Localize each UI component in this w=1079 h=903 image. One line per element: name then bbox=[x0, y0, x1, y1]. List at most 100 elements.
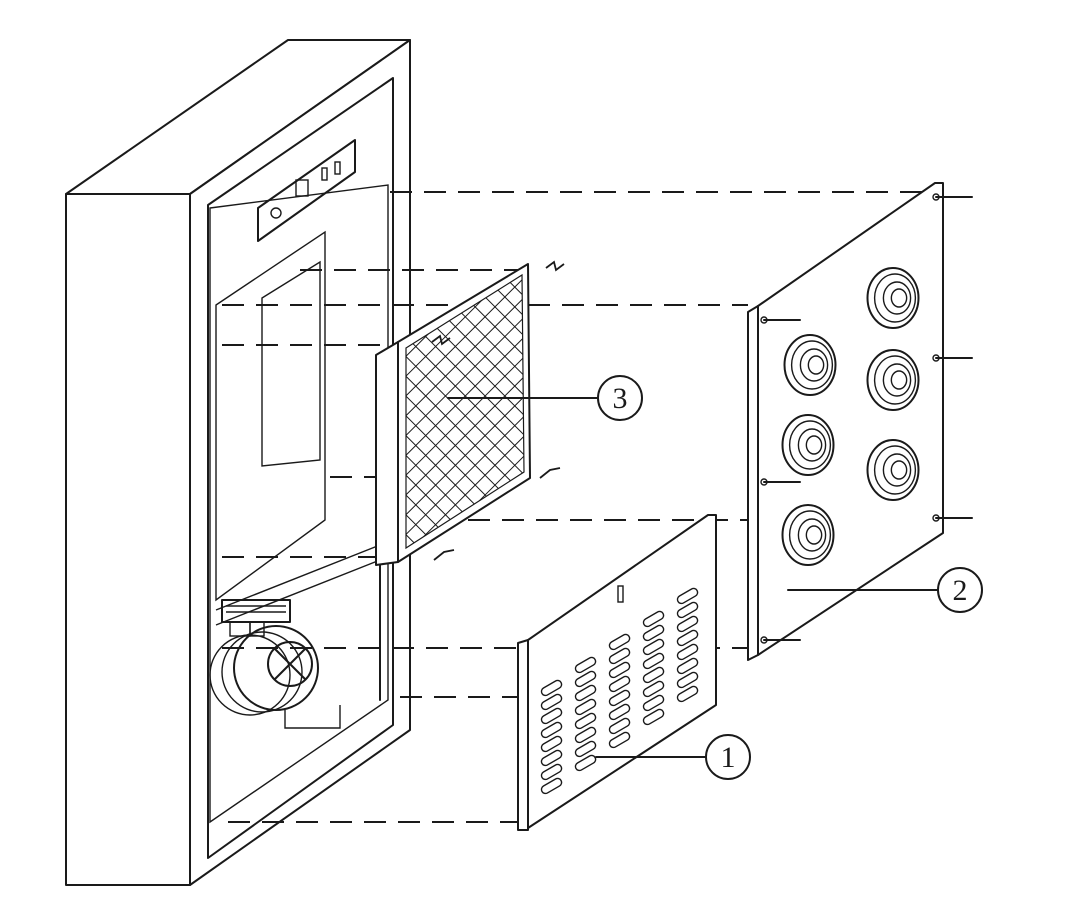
filter-panel bbox=[375, 260, 565, 566]
callout-1-label: 1 bbox=[721, 741, 736, 774]
fan-assembly bbox=[209, 599, 319, 716]
clip-icon bbox=[433, 549, 455, 561]
callout-3-label: 3 bbox=[613, 382, 628, 415]
control-panel bbox=[257, 139, 356, 242]
grille-slot bbox=[642, 610, 665, 628]
outlet-panel-edge bbox=[747, 305, 759, 661]
grille-slot bbox=[676, 671, 699, 689]
screw-icon bbox=[932, 354, 940, 362]
upper-duct bbox=[261, 260, 321, 467]
grille-slot bbox=[540, 777, 563, 795]
cabinet-recess bbox=[207, 77, 394, 859]
alignment-lines bbox=[222, 191, 940, 823]
screws bbox=[760, 193, 973, 644]
clip-icon bbox=[431, 334, 451, 346]
vent-grille bbox=[517, 514, 717, 831]
grille-edge bbox=[517, 639, 529, 831]
filter-mesh bbox=[405, 273, 525, 550]
grille-slot bbox=[642, 694, 665, 712]
grille-slot bbox=[608, 717, 631, 735]
outlet-ring bbox=[805, 525, 823, 545]
outlet-ring bbox=[781, 504, 835, 566]
outlet-ring bbox=[882, 281, 912, 315]
grille-slot bbox=[642, 680, 665, 698]
grille-slot bbox=[540, 693, 563, 711]
grille-slot bbox=[608, 731, 631, 749]
grille-slot bbox=[642, 638, 665, 656]
callout-2: 2 bbox=[787, 567, 983, 613]
screw-icon bbox=[932, 514, 940, 522]
grille-slot bbox=[676, 643, 699, 661]
screw-icon bbox=[760, 316, 768, 324]
grille-slot bbox=[540, 763, 563, 781]
filter-frame-side bbox=[375, 341, 399, 566]
grille-slot bbox=[642, 652, 665, 670]
screw-icon bbox=[760, 636, 768, 644]
grille-slot bbox=[574, 656, 597, 674]
grille-slot bbox=[676, 685, 699, 703]
grille-slot bbox=[676, 657, 699, 675]
outlet-ring bbox=[788, 510, 832, 560]
switch-icon bbox=[334, 161, 341, 175]
outlet-ring bbox=[799, 348, 829, 382]
grille-slot bbox=[574, 698, 597, 716]
grille-slot bbox=[574, 712, 597, 730]
outlet-ring bbox=[890, 460, 908, 480]
grille-slot bbox=[574, 754, 597, 772]
cabinet-inner-panel bbox=[209, 184, 389, 824]
outlet-ring bbox=[873, 355, 917, 405]
outlet-ring bbox=[890, 370, 908, 390]
outlet-rings bbox=[781, 267, 920, 566]
grille-slot bbox=[676, 629, 699, 647]
callout-2-label: 2 bbox=[953, 574, 968, 607]
grille-slot bbox=[574, 670, 597, 688]
outlet-ring bbox=[873, 273, 917, 323]
cabinet bbox=[65, 39, 411, 886]
screw-icon bbox=[760, 478, 768, 486]
outlet-ring bbox=[882, 363, 912, 397]
outlet-ring bbox=[882, 453, 912, 487]
grille-slot bbox=[608, 675, 631, 693]
grille-slot bbox=[676, 587, 699, 605]
grille-slot bbox=[574, 740, 597, 758]
grille-face bbox=[527, 514, 717, 829]
outlet-panel bbox=[747, 182, 973, 661]
grille-slot bbox=[608, 633, 631, 651]
outlet-ring bbox=[797, 518, 827, 552]
outlet-ring bbox=[797, 428, 827, 462]
grille-slot bbox=[540, 721, 563, 739]
grille-slot bbox=[676, 615, 699, 633]
outlet-ring bbox=[866, 439, 920, 501]
grille-slot bbox=[608, 647, 631, 665]
grille-slot bbox=[574, 726, 597, 744]
screw-icon bbox=[932, 193, 940, 201]
grille-slot bbox=[540, 735, 563, 753]
grille-slot bbox=[642, 624, 665, 642]
outlet-ring bbox=[890, 288, 908, 308]
outlet-ring bbox=[783, 334, 837, 396]
power-knob-icon bbox=[270, 207, 282, 219]
outlet-ring bbox=[805, 435, 823, 455]
grille-slot bbox=[608, 703, 631, 721]
grille-slot bbox=[676, 601, 699, 619]
grille-slot bbox=[642, 708, 665, 726]
outlet-ring bbox=[873, 445, 917, 495]
callout-1: 1 bbox=[595, 734, 751, 780]
grille-slot bbox=[574, 684, 597, 702]
grille-slot bbox=[608, 689, 631, 707]
grille-slot bbox=[540, 749, 563, 767]
filter-bay bbox=[215, 230, 326, 602]
outlet-ring bbox=[788, 420, 832, 470]
outlet-ring bbox=[807, 355, 825, 375]
switch-icon bbox=[321, 167, 328, 181]
outlet-ring bbox=[866, 267, 920, 329]
outlet-ring bbox=[866, 349, 920, 411]
outlet-ring bbox=[781, 414, 835, 476]
clip-icon bbox=[545, 260, 565, 272]
cabinet-side bbox=[65, 193, 191, 886]
grille-slot bbox=[540, 679, 563, 697]
grille-slot bbox=[642, 666, 665, 684]
grille-slot bbox=[608, 661, 631, 679]
